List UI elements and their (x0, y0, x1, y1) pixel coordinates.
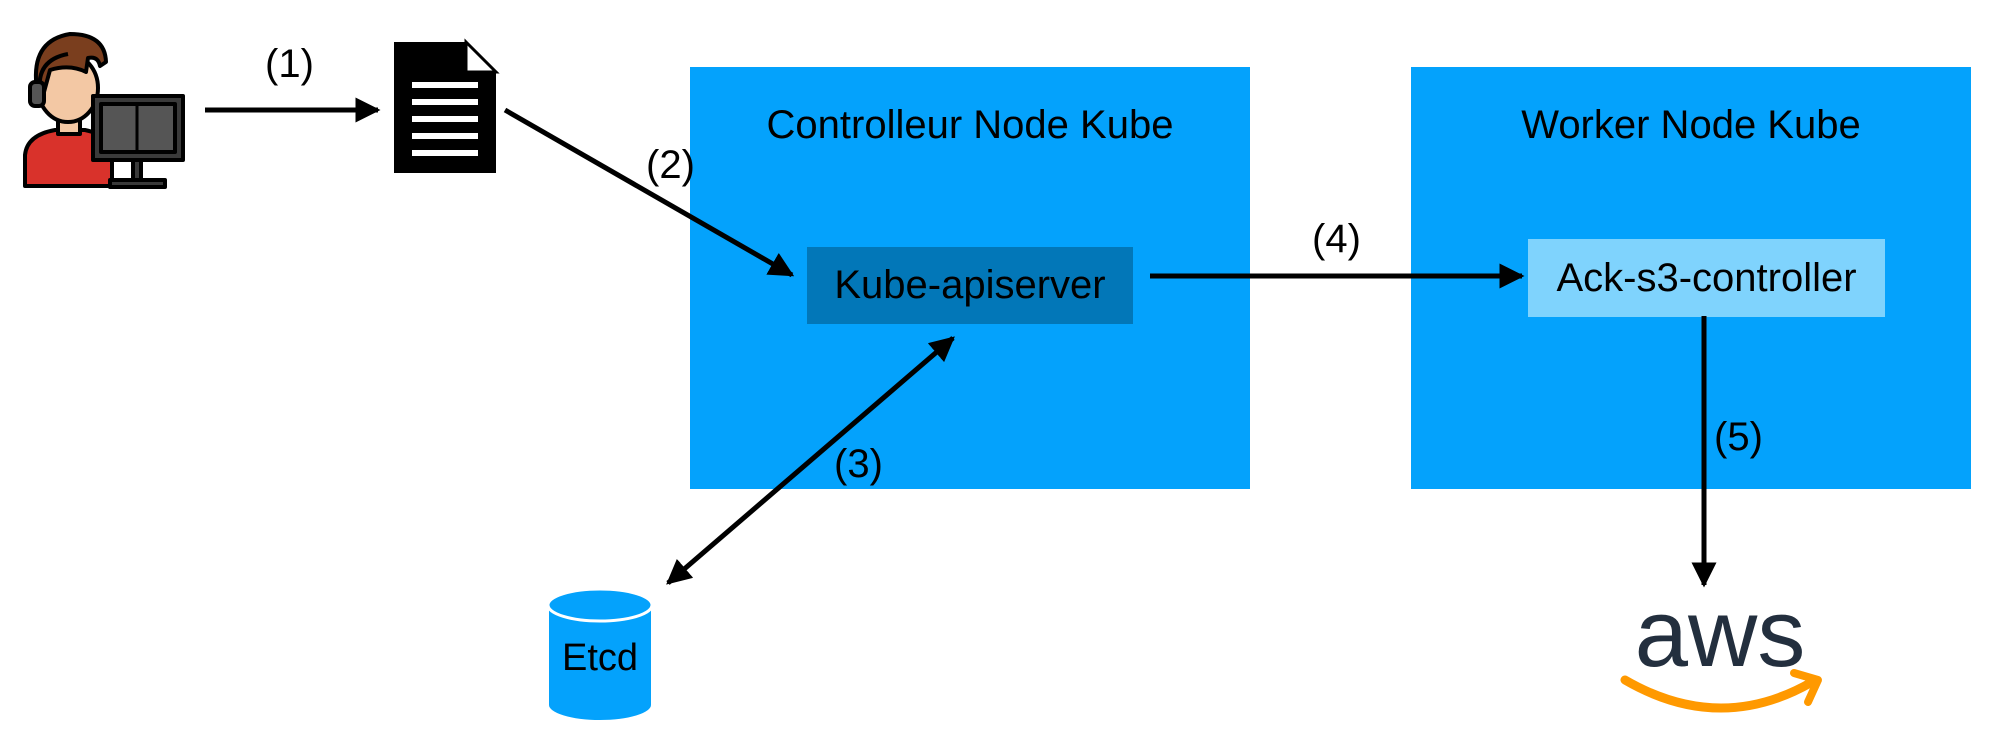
step-2-label: (2) (646, 143, 695, 187)
kube-apiserver-label: Kube-apiserver (834, 263, 1106, 307)
user-icon (23, 32, 185, 189)
kube-apiserver-box: Kube-apiserver (807, 247, 1133, 324)
step-1-label: (1) (265, 42, 314, 86)
controller-node-title: Controlleur Node Kube (766, 103, 1174, 147)
worker-node-title: Worker Node Kube (1521, 103, 1861, 147)
aws-logo-text: aws (1635, 580, 1806, 687)
document-icon (394, 38, 500, 173)
etcd-database-icon: Etcd (546, 587, 654, 722)
step-5-label: (5) (1714, 415, 1763, 459)
ack-s3-controller-label: Ack-s3-controller (1556, 255, 1857, 300)
etcd-label: Etcd (562, 637, 638, 679)
step-3-label: (3) (834, 442, 883, 486)
ack-s3-controller-box: Ack-s3-controller (1528, 239, 1885, 317)
controller-node: Controlleur Node Kube Kube-apiserver (690, 67, 1250, 489)
aws-logo-icon: aws (1620, 580, 1822, 713)
step-4-label: (4) (1312, 217, 1361, 261)
worker-node: Worker Node Kube Ack-s3-controller (1411, 67, 1971, 489)
